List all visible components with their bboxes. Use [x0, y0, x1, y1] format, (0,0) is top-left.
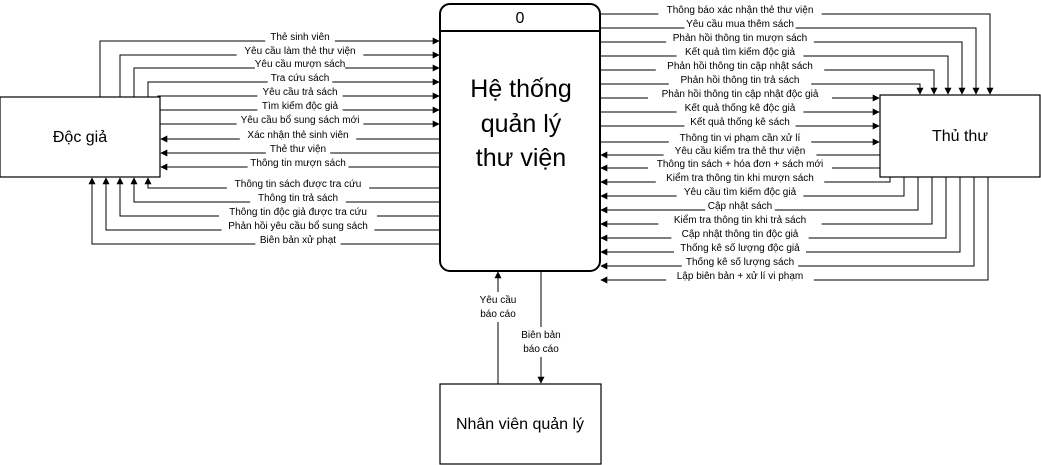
librarian-flow-5-label: Phản hồi thông tin cập nhật sách — [667, 60, 813, 72]
librarian-flow-7-label: Phản hồi thông tin cập nhật độc giả — [662, 88, 819, 100]
reader-flow-8-label: Xác nhận thẻ sinh viên — [247, 130, 348, 141]
librarian-flow-9: Kết quả thống kê sách — [600, 116, 880, 130]
process-id: 0 — [516, 10, 525, 27]
reader-flow-15-label: Biên bản xử phạt — [260, 234, 336, 246]
librarian-flow-13: Kiểm tra thông tin khi mượn sách — [600, 172, 891, 186]
librarian-flow-17: Cập nhật thông tin độc giả — [600, 177, 947, 242]
librarian-flow-4: Kết quả tìm kiếm độc giả — [600, 46, 952, 95]
librarian-flow-15: Cập nhật sách — [600, 177, 919, 214]
reader-flow-13: Thông tin độc giả được tra cứu — [116, 177, 440, 218]
reader-flow-10: Thông tin mượn sách — [160, 157, 440, 171]
reader-flow-2: Yêu cầu làm thẻ thư viện — [119, 45, 440, 97]
reader-flow-9: Thẻ thư viện — [160, 143, 440, 157]
librarian-flow-10: Thông tin vi phạm cần xử lí — [600, 132, 880, 146]
librarian-flow-20: Lập biên bản + xử lí vi phạm — [600, 177, 989, 284]
librarian-flow-4-label: Kết quả tìm kiếm độc giả — [685, 46, 795, 58]
librarian-flow-3: Phản hồi thông tin mượn sách — [600, 32, 966, 95]
librarian-flow-12-label: Thông tin sách + hóa đơn + sách mới — [657, 159, 824, 170]
reader-flow-6: Tìm kiếm độc giả — [160, 100, 440, 114]
reader-flow-1: Thẻ sinh viên — [99, 31, 440, 97]
librarian-flow-19-label: Thống kê số lượng sách — [686, 256, 794, 268]
manager-entity[interactable]: Nhân viên quản lý — [439, 383, 602, 465]
reader-flow-14: Phản hồi yêu cầu bổ sung sách — [102, 177, 440, 232]
librarian-entity-label: Thủ thư — [932, 128, 988, 145]
manager-report-flow: Biên bản báo cáo — [516, 272, 566, 384]
librarian-flow-6-label: Phản hồi thông tin trả sách — [681, 74, 800, 86]
librarian-flow-18-label: Thống kê số lượng độc giả — [680, 242, 800, 254]
reader-flow-7: Yêu cầu bổ sung sách mới — [160, 114, 440, 128]
librarian-flow-1-label: Thông báo xác nhận thẻ thư viện — [667, 5, 814, 16]
reader-entity-label: Độc giả — [53, 129, 107, 146]
librarian-flow-16: Kiểm tra thông tin khi trả sách — [600, 177, 933, 228]
librarian-flow-14: Yêu cầu tìm kiếm độc giả — [600, 177, 905, 200]
manager-request-flow: Yêu cầu báo cáo — [474, 271, 524, 384]
librarian-flow-2-label: Yêu cầu mua thêm sách — [686, 18, 794, 30]
reader-flow-9-label: Thẻ thư viện — [270, 144, 326, 155]
librarian-flow-3-label: Phản hồi thông tin mượn sách — [673, 32, 807, 44]
librarian-flow-12: Thông tin sách + hóa đơn + sách mới — [600, 158, 880, 172]
librarian-flow-14-label: Yêu cầu tìm kiếm độc giả — [684, 186, 797, 198]
reader-flow-10-label: Thông tin mượn sách — [250, 158, 346, 169]
manager-request-label-1: Yêu cầu — [480, 294, 517, 306]
reader-entity[interactable]: Độc giả — [0, 96, 161, 178]
librarian-flow-13-label: Kiểm tra thông tin khi mượn sách — [666, 172, 814, 184]
librarian-flow-16-label: Kiểm tra thông tin khi trả sách — [674, 214, 806, 226]
librarian-flow-8-label: Kết quả thống kê độc giả — [685, 102, 796, 114]
reader-flow-5: Yêu cầu trả sách — [157, 86, 440, 100]
librarian-flow-15-label: Cập nhật sách — [708, 201, 773, 212]
librarian-entity[interactable]: Thủ thư — [879, 94, 1041, 178]
reader-flow-12: Thông tin trả sách — [130, 177, 440, 204]
reader-flow-2-label: Yêu cầu làm thẻ thư viện — [244, 45, 355, 57]
manager-report-label-1: Biên bản — [521, 330, 560, 341]
librarian-flow-19: Thống kê số lượng sách — [600, 177, 975, 270]
reader-flow-15: Biên bản xử phạt — [88, 177, 440, 246]
manager-report-label-2: báo cáo — [523, 344, 559, 355]
manager-entity-label: Nhân viên quản lý — [456, 416, 584, 433]
librarian-flow-1: Thông báo xác nhận thẻ thư viện — [600, 4, 994, 95]
reader-flow-13-label: Thông tin độc giả được tra cứu — [229, 207, 367, 218]
reader-flow-1-label: Thẻ sinh viên — [270, 32, 329, 43]
reader-flow-3: Yêu cầu mượn sách — [133, 58, 440, 97]
librarian-flow-17-label: Cập nhật thông tin độc giả — [682, 229, 799, 240]
reader-flow-3-label: Yêu cầu mượn sách — [255, 58, 346, 70]
process-title-line-2: quản lý — [481, 110, 562, 138]
reader-flow-5-arrow — [157, 92, 440, 100]
reader-flow-11: Thông tin sách được tra cứu — [144, 177, 440, 190]
reader-flow-6-label: Tìm kiếm độc giả — [262, 100, 339, 112]
process-title-line-1: Hệ thống — [470, 75, 571, 103]
process-library-system[interactable]: 0 Hệ thống quản lý thư viện — [439, 3, 601, 272]
librarian-flow-11-label: Yêu cầu kiểm tra thẻ thư viện — [675, 145, 806, 157]
librarian-flow-7: Phản hồi thông tin cập nhật độc giả — [600, 88, 880, 102]
librarian-flow-11: Yêu cầu kiểm tra thẻ thư viện — [600, 145, 880, 159]
librarian-flow-2: Yêu cầu mua thêm sách — [600, 18, 980, 95]
librarian-flow-6: Phản hồi thông tin trả sách — [600, 74, 924, 95]
manager-request-label-2: báo cáo — [480, 309, 516, 320]
librarian-flow-8: Kết quả thống kê độc giả — [600, 102, 880, 116]
reader-flow-4-label: Tra cứu sách — [271, 73, 330, 84]
reader-flow-8: Xác nhận thẻ sinh viên — [160, 129, 440, 143]
librarian-flow-5: Phản hồi thông tin cập nhật sách — [600, 60, 938, 95]
librarian-flow-9-label: Kết quả thống kê sách — [690, 116, 790, 128]
process-title-line-3: thư viện — [476, 144, 566, 172]
reader-flow-4-arrow — [147, 78, 440, 97]
reader-flow-11-label: Thông tin sách được tra cứu — [235, 179, 362, 190]
librarian-flow-18: Thống kê số lượng độc giả — [600, 177, 961, 256]
librarian-flow-10-label: Thông tin vi phạm cần xử lí — [680, 132, 801, 144]
reader-flow-14-label: Phản hồi yêu cầu bổ sung sách — [228, 220, 368, 232]
librarian-flow-20-label: Lập biên bản + xử lí vi phạm — [677, 270, 804, 282]
reader-flow-12-label: Thông tin trả sách — [258, 193, 338, 204]
reader-flow-4: Tra cứu sách — [147, 72, 440, 97]
reader-flow-5-label: Yêu cầu trả sách — [262, 86, 337, 98]
reader-flow-7-label: Yêu cầu bổ sung sách mới — [241, 114, 360, 126]
